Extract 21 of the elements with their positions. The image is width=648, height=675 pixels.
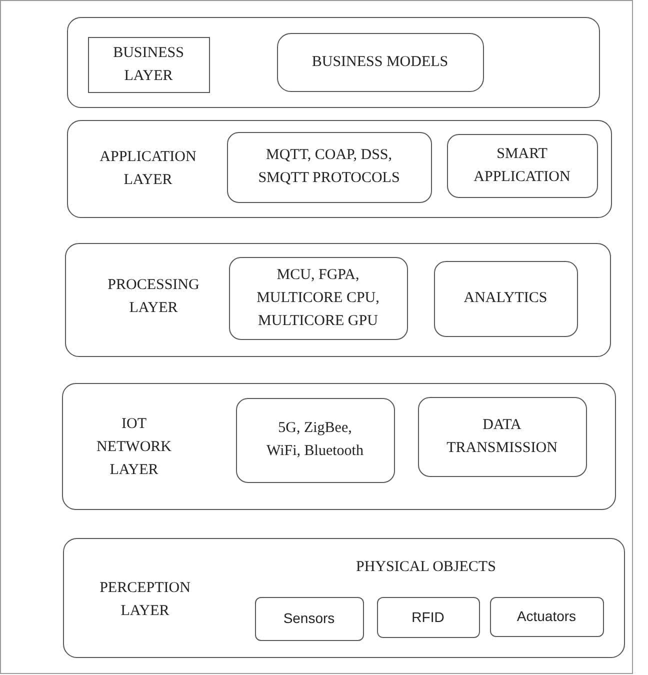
- layer-component-box: DATA TRANSMISSION: [418, 396, 586, 476]
- layer-component-box: MQTT, COAP, DSS, SMQTT PROTOCOLS: [226, 132, 432, 202]
- layer-panel: [65, 243, 611, 357]
- layer-panel: [63, 538, 625, 658]
- layer-label: IOT NETWORK LAYER: [96, 415, 172, 480]
- object-box: RFID: [376, 596, 480, 638]
- layer-component-box: 5G, ZigBee, WiFi, Bluetooth: [236, 398, 394, 482]
- layer-label: PROCESSING LAYER: [106, 276, 200, 318]
- layer-panel: [67, 17, 600, 108]
- layer-component-box: MCU, FGPA, MULTICORE CPU, MULTICORE GPU: [228, 256, 408, 340]
- layer-panel: [62, 383, 616, 510]
- object-box: Sensors: [254, 596, 364, 640]
- layer-label: PERCEPTION LAYER: [98, 579, 192, 621]
- layer-label: BUSINESS LAYER: [88, 36, 210, 92]
- layer-component-box: BUSINESS MODELS: [276, 32, 484, 92]
- layer-label: APPLICATION LAYER: [98, 148, 198, 190]
- object-box: Actuators: [490, 596, 604, 636]
- layer-panel: [67, 120, 612, 218]
- layer-component-box: ANALYTICS: [434, 260, 578, 336]
- layer-component-box: SMART APPLICATION: [446, 134, 598, 198]
- group-heading: PHYSICAL OBJECTS: [355, 558, 497, 577]
